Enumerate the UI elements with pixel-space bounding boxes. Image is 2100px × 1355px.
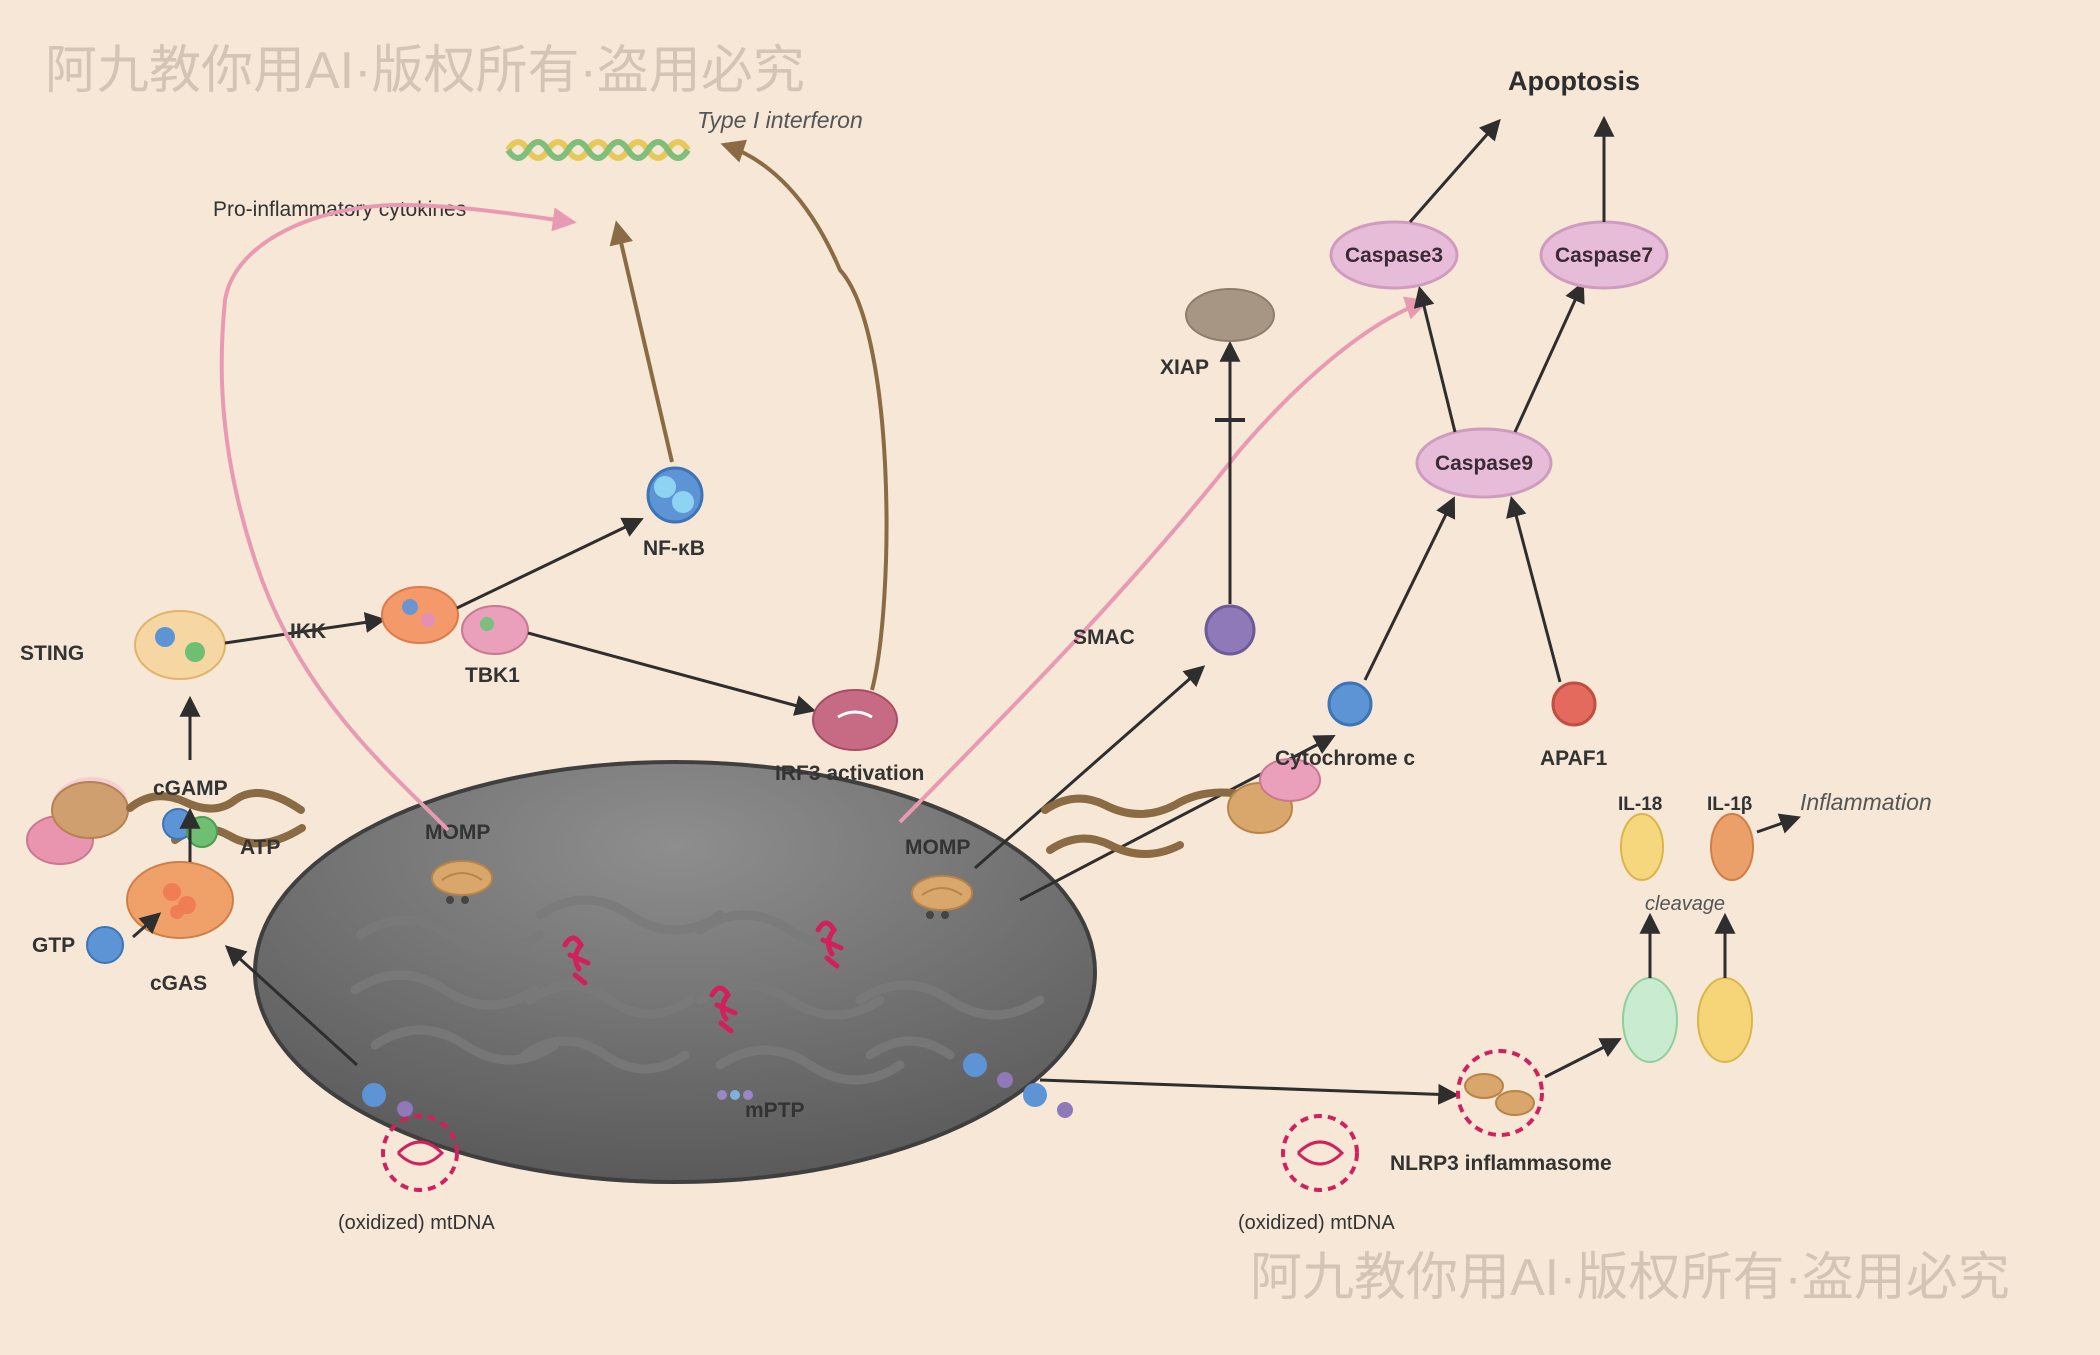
mtdna-fragments (562, 920, 844, 1034)
oxidized-mtdna-right (1281, 1114, 1359, 1192)
released-molecule-left-purple (397, 1101, 413, 1117)
caspase9-node (1415, 427, 1553, 499)
arrow-sting-to-ikk (224, 612, 387, 645)
momp-right-pore (911, 875, 973, 919)
arrow-mtdna-to-cgas (224, 945, 359, 1067)
cgamp-label: cGAMP (153, 777, 228, 800)
nfkb-label: NF-κB (643, 537, 705, 560)
mtdna-left-label: (oxidized) mtDNA (338, 1212, 495, 1234)
oxidized-mtdna-left (381, 1114, 459, 1192)
atp-label: ATP (240, 836, 280, 859)
smac-label: SMAC (1073, 626, 1135, 649)
ikk-protein (381, 586, 459, 644)
pro-il18-precursor (1622, 977, 1678, 1063)
apaf1-molecule (1551, 681, 1597, 727)
apoptosis-label: Apoptosis (1508, 66, 1640, 96)
arrow-momp-to-caspase3 (898, 296, 1430, 824)
released-molecule-right-blue (963, 1053, 987, 1077)
nlrp3-inflammasome (1456, 1049, 1544, 1137)
cytokine-helix (505, 139, 691, 161)
xiap-protein (1185, 288, 1275, 342)
il1b-molecule (1710, 813, 1754, 881)
released-molecule-right-blue-2 (1023, 1083, 1047, 1107)
pro-inflammatory-cytokines-label: Pro-inflammatory cytokines (213, 198, 466, 221)
ikk-label: IKK (290, 620, 326, 643)
arrow-momp-to-smac (974, 665, 1206, 870)
arrow-cytochrome-c-to-caspase9 (1363, 496, 1456, 681)
watermark-top: 阿九教你用AI·版权所有·盗用必究 (45, 42, 805, 100)
arrow-caspase9-to-caspase7 (1513, 281, 1585, 433)
cgas-label: cGAS (150, 972, 207, 995)
arrow-caspase3-to-apoptosis (1408, 118, 1501, 223)
momp-left-pore (431, 860, 493, 904)
cytochrome-c-molecule (1327, 681, 1373, 727)
caspase9-label: Caspase9 (1435, 452, 1533, 475)
gtp-label: GTP (32, 934, 75, 957)
mitochondrion: mPTP MOMP MOMP (253, 760, 1097, 1184)
arrow-apaf1-to-caspase9 (1506, 495, 1562, 683)
il18-molecule (1620, 813, 1664, 881)
caspase3-node (1329, 220, 1459, 290)
arrow-gtp-to-cgas (132, 912, 162, 939)
apaf1-label: APAF1 (1540, 747, 1608, 770)
irf3-label: IRF3 activation (775, 762, 924, 785)
arrow-mito-to-nlrp3 (1039, 1078, 1460, 1105)
tbk1-protein (461, 605, 529, 655)
il18-label: IL-18 (1618, 794, 1662, 815)
xiap-label: XIAP (1160, 356, 1209, 379)
type-i-interferon-label: Type I interferon (697, 107, 863, 133)
arrow-nfkb-to-cytokines (609, 220, 674, 463)
gtp-molecule (86, 926, 124, 964)
smac-protein (1204, 604, 1256, 656)
cytochrome-c-label: Cytochrome c (1275, 747, 1415, 770)
inflammation-label: Inflammation (1800, 789, 1932, 815)
tbk1-label: TBK1 (465, 664, 520, 687)
cristae (350, 895, 1045, 1085)
bax-bak-complex (1041, 758, 1321, 858)
arrow-tbk1-to-irf3 (527, 631, 817, 716)
sting-label: STING (20, 642, 84, 665)
released-molecule-right-purple (997, 1072, 1013, 1088)
arrow-momp-to-cytokines (219, 202, 577, 832)
arrow-nlrp3-to-precursor (1544, 1038, 1622, 1079)
caspase7-label: Caspase7 (1555, 244, 1653, 267)
mtdna-right-label: (oxidized) mtDNA (1238, 1212, 1395, 1234)
caspase3-label: Caspase3 (1345, 244, 1443, 267)
momp-right-label: MOMP (905, 836, 970, 859)
pro-il1b-precursor (1697, 977, 1753, 1063)
arrow-ikk-to-nfkb (456, 517, 644, 610)
released-molecule-left-blue (362, 1083, 386, 1107)
momp-left-label: MOMP (425, 821, 490, 844)
arrow-il1b-to-inflammation (1756, 813, 1801, 834)
released-molecule-right-purple-2 (1057, 1102, 1073, 1118)
mptp-label: mPTP (745, 1099, 805, 1122)
cleavage-label: cleavage (1645, 893, 1725, 915)
nfkb-protein (646, 466, 704, 524)
mptp-pore (717, 1090, 753, 1100)
arrow-irf3-to-interferon (720, 139, 889, 691)
arrow-caspase9-to-caspase3 (1413, 285, 1457, 433)
nlrp3-label: NLRP3 inflammasome (1390, 1152, 1612, 1175)
il1b-label: IL-1β (1707, 794, 1752, 815)
irf3-protein (812, 689, 898, 751)
sting-protein (134, 610, 226, 680)
watermark-bottom: 阿九教你用AI·版权所有·盗用必究 (1250, 1249, 2010, 1307)
